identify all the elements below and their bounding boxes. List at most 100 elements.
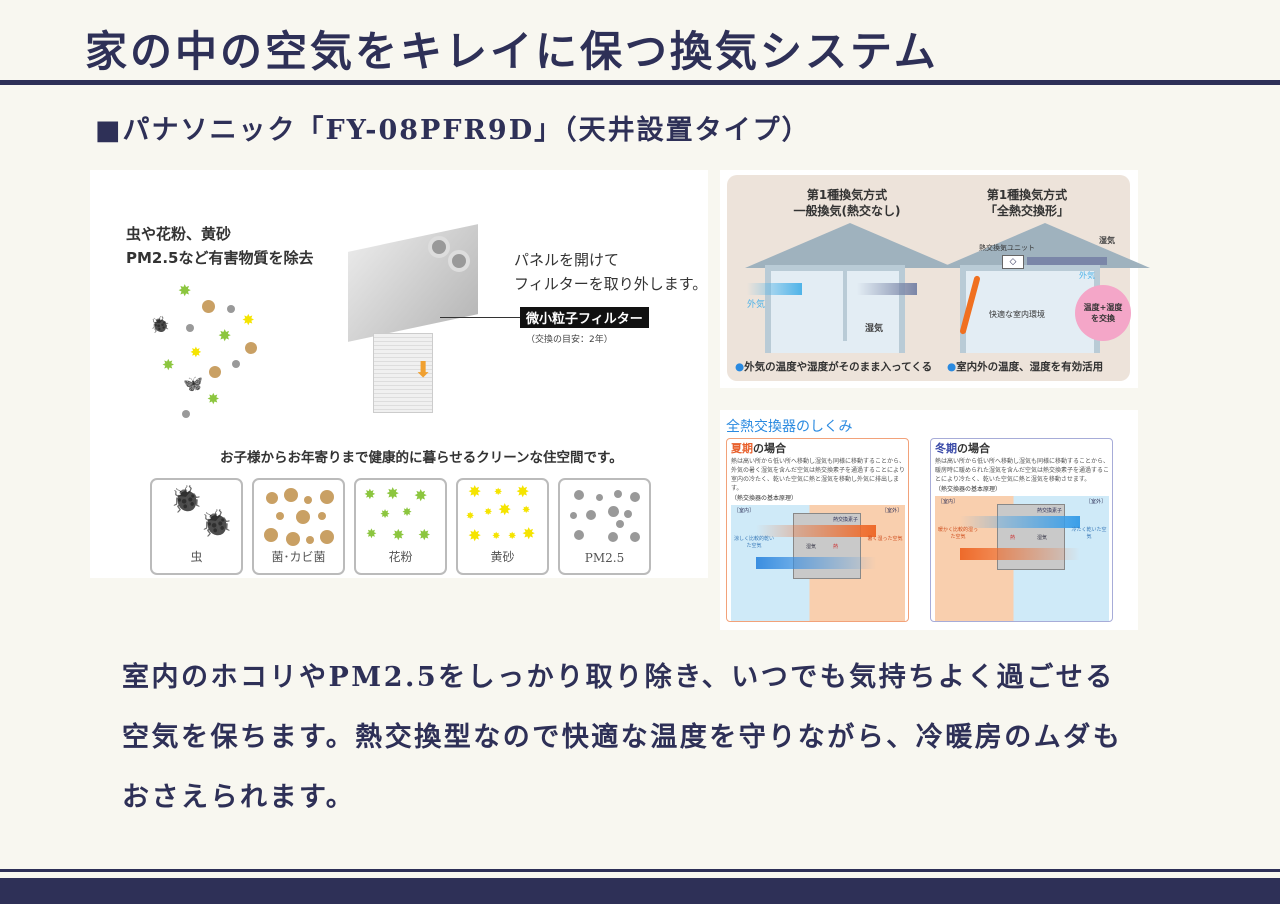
sand-particle-icon: ✸: [508, 531, 517, 542]
exchange-label-2: を交換: [1091, 314, 1115, 323]
leader-line: [440, 317, 520, 318]
title-divider: [0, 80, 1280, 85]
pm25-icon: [560, 480, 649, 550]
pollen-icon: ✸✸✸✸✸✸✸✸: [356, 480, 445, 550]
left-title-2: 一般換気(熱交なし): [793, 204, 901, 218]
right-caption: ●室内外の温度、湿度を有効活用: [947, 361, 1104, 373]
indoor-air-label: 暖かく比較的湿った空気: [938, 527, 979, 540]
exhaust-arrow: [857, 283, 917, 295]
mold-particle-icon: [284, 488, 298, 502]
sand-particle-icon: ✸: [242, 311, 255, 329]
comfort-label: 快適な室内環境: [989, 310, 1045, 319]
pm-particle-icon: [608, 532, 618, 542]
mold-particle-icon: [286, 532, 300, 546]
category-card-pollen: ✸✸✸✸✸✸✸✸花粉: [354, 478, 447, 575]
pm-particle-icon: [227, 305, 235, 313]
category-card-mold: 菌･カビ菌: [252, 478, 345, 575]
mold-particle-icon: [320, 530, 334, 544]
pollen-particle-icon: ✸: [366, 527, 377, 542]
winter-panel: 冬期の場合 熱は高い所から低い所へ移動し湿気も同様に移動することから、暖房時に暖…: [930, 438, 1113, 622]
mold-particle-icon: [209, 366, 221, 378]
bug-particle-icon: 🐞: [150, 315, 170, 334]
exchange-label-1: 温度+湿度: [1083, 303, 1123, 312]
bug-particle-icon: 🐞: [200, 509, 233, 539]
heat-label: 熱: [1010, 535, 1016, 541]
indoor-label: ［室内］: [938, 499, 959, 505]
pm-particle-icon: [570, 512, 577, 519]
outdoor-air-label: 暑く湿った空気: [867, 536, 903, 542]
pollen-particle-icon: ✸: [380, 507, 391, 521]
indoor-air-label: 涼しく比較的乾いた空気: [734, 536, 775, 549]
page-title: 家の中の空気をキレイに保つ換気システム: [85, 27, 939, 76]
left-caption: ●外気の温度や湿度がそのまま入ってくる: [735, 361, 933, 373]
pm-particle-icon: [596, 494, 603, 501]
pm-particle-icon: [624, 510, 632, 518]
filter-headline-2: PM2.5など有害物質を除去: [126, 249, 314, 267]
product-heading: ■パナソニック「FY-08PFR9D」（天井設置タイプ）: [95, 115, 811, 146]
panel-note-2: フィルターを取り外します。: [514, 275, 708, 293]
winter-principle: （熱交換器の基本原理）: [935, 486, 1002, 493]
mold-particle-icon: [202, 300, 215, 313]
pm-particle-icon: [630, 532, 640, 542]
sand-particle-icon: ✸: [494, 487, 503, 498]
category-card-pm: PM2.5: [558, 478, 651, 575]
category-card-insect: 🐞🐞 虫: [150, 478, 243, 575]
pollen-particle-icon: ✸: [364, 487, 376, 503]
mold-particle-icon: [306, 536, 314, 544]
tagline: お子様からお年寄りまで健康的に暮らせるクリーンな住空間です。: [220, 450, 623, 466]
filter-figure: 虫や花粉、黄砂 PM2.5など有害物質を除去 ✸🐞✸✸✸✸🦋✸ ⬇ パネルを開け…: [90, 170, 708, 578]
panel-note-1: パネルを開けて: [514, 251, 620, 269]
house-roof: [745, 223, 955, 268]
sand-particle-icon: ✸: [492, 531, 501, 542]
down-arrow-icon: ⬇: [414, 358, 433, 383]
house-general: [765, 265, 905, 353]
sand-particle-icon: ✸: [466, 511, 475, 522]
pollen-particle-icon: ✸: [414, 486, 428, 505]
mold-particle-icon: [304, 496, 312, 504]
category-label: 黄砂: [490, 550, 515, 564]
unit-label: 熱交換気ユニット: [979, 244, 1035, 252]
pm-particle-icon: [232, 360, 240, 368]
bug-particle-icon: 🐞: [170, 485, 203, 515]
sand-particle-icon: ✸: [522, 505, 531, 516]
pollen-particle-icon: ✸: [162, 356, 175, 374]
pm-particle-icon: [186, 324, 194, 332]
outside-air-arrow: [747, 283, 802, 295]
mold-particle-icon: [245, 342, 257, 354]
category-label: 花粉: [388, 550, 413, 564]
footer-divider: [0, 869, 1280, 872]
unit-icon: ◇: [1002, 255, 1024, 269]
winter-text: 熱は高い所から低い所へ移動し湿気も同様に移動することから、暖房時に暖められた湿気…: [935, 458, 1110, 483]
outside-air-label: 外気: [747, 300, 766, 310]
heat-exchanger-mechanism-figure: 全熱交換器のしくみ 夏期の場合 熱は高い所から低い所へ移動し湿気も同様に移動する…: [720, 410, 1138, 630]
summer-heading: 夏期の場合: [731, 442, 786, 455]
sand-particle-icon: ✸: [522, 524, 536, 543]
humidity-label: 湿気: [1099, 236, 1115, 245]
outdoor-label: ［室外］: [1085, 499, 1106, 505]
pm-particle-icon: [586, 510, 596, 520]
sand-particle-icon: ✸: [498, 500, 512, 519]
sand-particle-icon: ✸: [468, 526, 482, 545]
filter-note: （交換の目安：2年）: [526, 335, 613, 345]
outdoor-air-label: 冷たく乾いた空気: [1071, 527, 1107, 540]
mold-particle-icon: [318, 512, 326, 520]
filter-label: 微小粒子フィルター: [520, 307, 649, 328]
pollen-particle-icon: ✸: [386, 484, 400, 503]
right-title-2: 「全熱交換形」: [984, 204, 1069, 218]
footer-band: [0, 878, 1280, 904]
sand-particle-icon: ✸: [190, 345, 202, 361]
pm-particle-icon: [608, 506, 619, 517]
mold-particle-icon: [276, 512, 284, 520]
winter-heading: 冬期の場合: [935, 442, 990, 455]
pollen-particle-icon: ✸: [218, 326, 232, 345]
ventilation-unit-image: ⬇: [348, 224, 478, 413]
category-label: 虫: [190, 550, 203, 564]
category-label: PM2.5: [584, 551, 625, 565]
body-text: 室内のホコリやPM2.5をしっかり取り除き、いつでも気持ちよく過ごせる空気を保ち…: [122, 662, 1123, 813]
mold-particle-icon: [264, 528, 278, 542]
exchange-bubble: 温度+湿度 を交換: [1075, 285, 1131, 341]
house-heat-exchange: [960, 265, 1100, 353]
pm-particle-icon: [630, 492, 640, 502]
heat-label: 熱: [833, 544, 839, 550]
element-label: 熱交換素子: [832, 517, 858, 523]
